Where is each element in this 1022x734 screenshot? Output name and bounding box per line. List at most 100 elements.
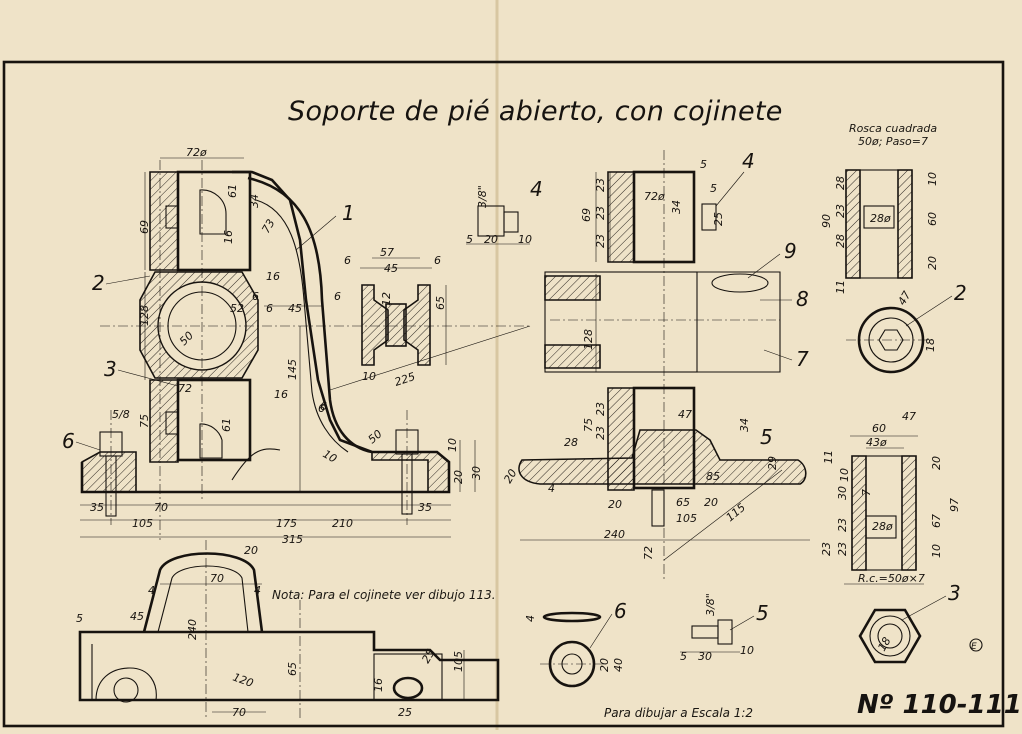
dim-text: 16 [266,270,280,283]
dim-text: 20 [926,256,939,270]
left-elevation [80,157,531,540]
dim-text: 25 [712,212,725,226]
dim-text: 28ø [870,212,891,225]
sheet-border [2,60,1005,728]
dim-text: 45 [384,262,398,275]
dim-text: 20 [704,496,718,509]
nut-2-detail: 90 28 23 28 28ø 60 10 20 11 47 18 [820,169,939,374]
dim-text: 97 [948,498,961,512]
dim-text: 315 [282,533,303,546]
part-number-1: 1 [342,201,355,225]
dim-text: 23 [594,206,607,220]
dim-text: 5 [680,650,687,663]
dim-text: 69 [580,208,593,222]
dim-text: 23 [820,542,833,556]
dim-text: 16 [274,388,288,401]
dim-text: 20 [501,467,519,486]
dim-text: 23 [594,426,607,440]
dim-text: 6 [320,400,327,413]
dim-text: 72 [178,382,192,395]
dim-text: R.c.=50ø×7 [858,572,925,585]
dim-text: 35 [418,501,432,514]
dim-text: 34 [670,200,683,214]
dim-text: 10 [740,644,754,657]
dim-text: 10 [838,468,851,482]
dim-text: 23 [594,178,607,192]
dim-text: 73 [259,217,277,236]
dim-text: 20 [484,233,498,246]
dim-text: 6 [434,254,441,267]
dim-text: 20 [598,658,611,672]
dim-text: 52 [230,302,244,315]
dim-text: 10 [930,544,943,558]
dim-text: 28ø [872,520,893,533]
dim-text: 34 [248,194,261,208]
dim-text: 10 [446,438,459,452]
dim-text: 23 [594,234,607,248]
publisher-logo: E [969,638,983,652]
dim-text: 70 [210,572,224,585]
dim-text: 3/8" [476,185,489,208]
dim-text: 25 [398,706,412,719]
dim-text: 16 [372,678,385,692]
dim-text: 6 [318,402,325,415]
drawing-title: Soporte de pié abierto, con cojinete [288,96,783,127]
dim-text: 43ø [866,436,887,449]
dim-text: 20 [930,456,943,470]
dim-text: 240 [604,528,625,541]
bolt-5-detail: 3/8" 5 30 10 [680,593,754,663]
part-number-8: 8 [796,287,809,311]
dim-text: 23 [834,204,847,218]
dim-text: 7 [860,489,873,496]
dim-text: 11 [822,450,835,464]
i-section: 57 6 45 6 65 12 10 [344,246,447,383]
dim-text: 105 [676,512,697,525]
part-number-3-nut: 3 [948,581,961,605]
dim-text: 10 [926,172,939,186]
sheet-number: Nº 110-111 [857,690,1022,720]
dim-text: 28 [564,436,578,449]
dim-text: 4 [254,584,261,597]
plan-view: 20 70 4 4 45 5 240 120 65 70 105 16 25 2… [76,540,500,720]
dim-text: 57 [380,246,394,259]
dim-text: 70 [154,501,168,514]
dim-text: 45 [288,302,302,315]
dim-text: 20 [452,470,465,484]
dim-text: 10 [362,370,376,383]
dim-text: 6 [252,290,259,303]
part-number-5-bolt: 5 [756,601,769,625]
dim-text: 40 [612,658,625,672]
dim-text: 6 [334,290,341,303]
right-elevation [518,150,810,580]
scale-note: Para dibujar a Escala 1:2 [604,706,754,720]
dim-text: 28 [834,176,847,190]
dim-text: 20 [608,498,622,511]
dim-text: 10 [321,447,340,465]
right-elevation-dimensions: 5 69 23 23 23 72ø 34 25 5 128 23 23 75 2… [501,158,779,560]
dim-text: 6 [266,302,273,315]
dim-text: 3/8" [704,593,717,616]
dim-text: 75 [138,414,151,428]
dim-text: 23 [594,402,607,416]
dim-text: 47 [678,408,692,421]
dim-text: 30 [836,486,849,500]
dim-text: 18 [924,338,937,352]
dim-text: 120 [231,671,255,690]
dim-text: 225 [393,370,417,389]
part-number-9: 9 [784,239,797,263]
dim-text: 72ø [644,190,665,203]
dim-text: 65 [286,662,299,676]
part-number-2-nut: 2 [954,281,967,305]
part-number-2: 2 [92,271,105,295]
dim-text: 10 [518,233,532,246]
part-number-6-washer: 6 [614,599,627,623]
dim-text: 65 [434,296,447,310]
logo-mark: E [971,642,977,652]
dim-text: 70 [232,706,246,719]
dim-text: 145 [286,359,299,380]
dim-text: 60 [872,422,886,435]
dim-text: 115 [724,501,748,524]
dim-text: 69 [138,220,151,234]
dim-text: 29 [766,456,779,470]
